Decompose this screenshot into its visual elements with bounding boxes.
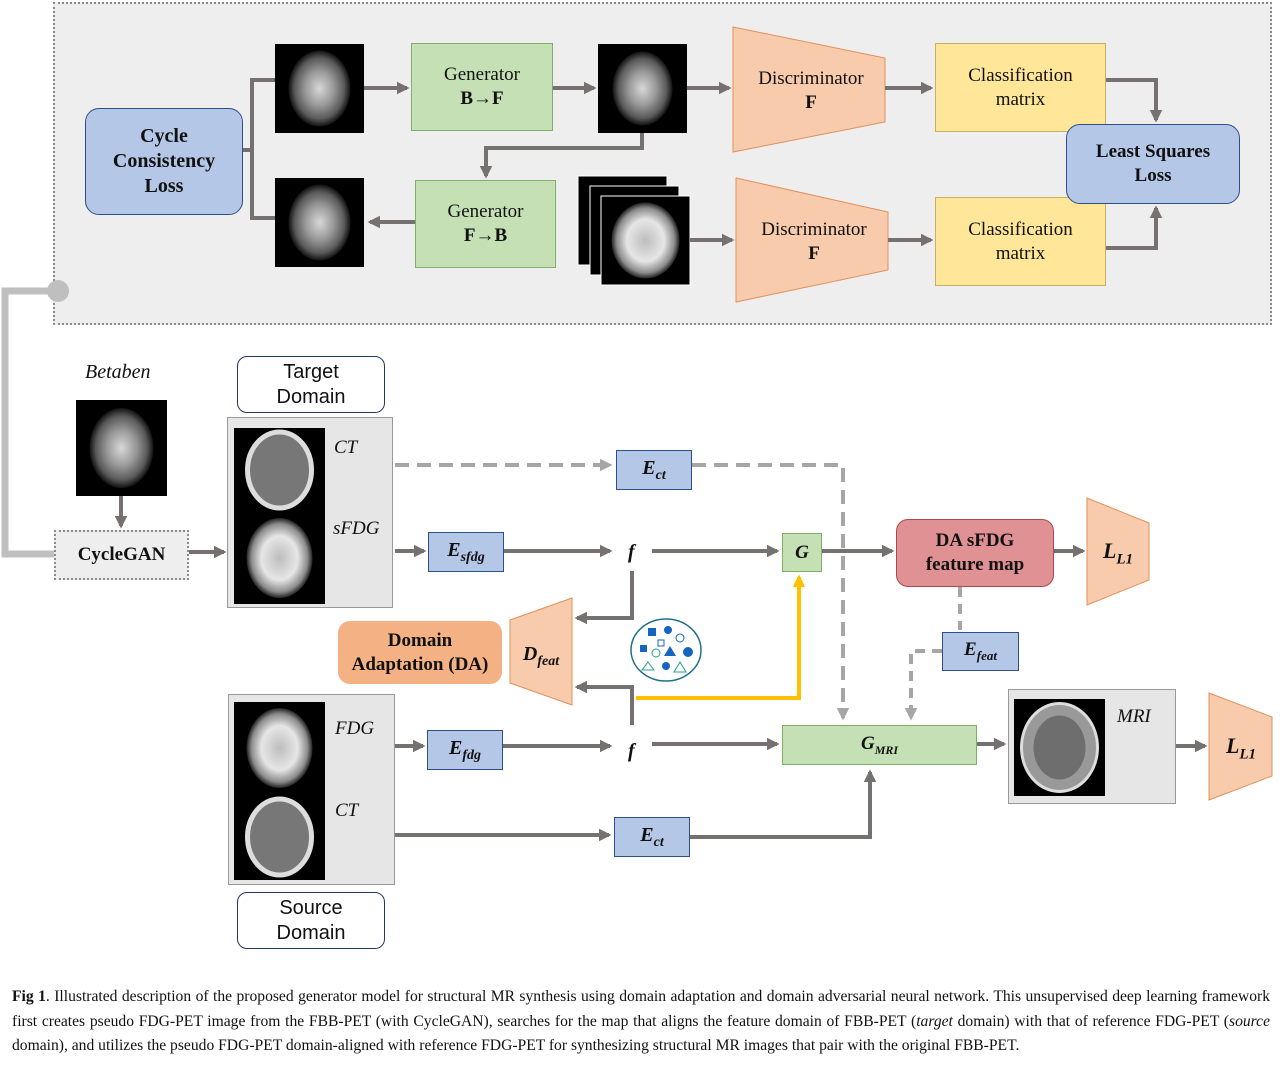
feature-f-bottom-label: f <box>628 740 635 762</box>
lsl-line1: Least Squares <box>1095 141 1211 163</box>
e-sfdg-main: E <box>447 538 461 561</box>
caption-part3: domain), and utilizes the pseudo FDG-PET… <box>12 1037 1020 1055</box>
gen-bf-line1: Generator <box>444 64 520 86</box>
loss-l1-bottom-label: LL1 <box>1212 731 1270 765</box>
da-sfdg-line2: feature map <box>925 554 1025 575</box>
g-mri-sub: MRI <box>874 742 899 757</box>
feature-f-top-label: f <box>628 541 635 563</box>
domain-adaptation-box: Domain Adaptation (DA) <box>338 621 502 684</box>
cycle-loss-line1: Cycle <box>140 125 188 147</box>
mri-label: MRI <box>1117 706 1151 727</box>
generator-mri-box: GMRI <box>782 725 977 765</box>
disc2-line1: Discriminator <box>761 219 867 241</box>
class2-line1: Classification <box>968 218 1073 240</box>
cyclegan-box: CycleGAN <box>54 530 189 580</box>
da-line1: Domain <box>387 629 453 651</box>
discriminator-bottom-shape <box>735 177 889 303</box>
lsl-line2: Loss <box>1134 165 1172 186</box>
source-domain-line2: Domain <box>276 921 346 944</box>
loss-l1-top-label: LL1 <box>1090 536 1146 570</box>
da-line2: Adaptation (DA) <box>351 653 489 675</box>
discriminator-feat-label: Dfeat <box>510 638 572 674</box>
e-ct2-main: E <box>640 823 654 846</box>
encoder-ct-bottom-box: Ect <box>614 817 690 857</box>
discriminator-feat-shape <box>509 597 573 706</box>
loss-l1-top-shape <box>1086 497 1150 606</box>
encoder-feat-box: Efeat <box>942 632 1019 671</box>
g-label: G <box>795 541 809 563</box>
class1-line2: matrix <box>995 88 1046 110</box>
cyclegan-label: CycleGAN <box>77 544 166 566</box>
disc2-line2: F <box>808 243 820 264</box>
betaben-label: Betaben <box>85 361 151 383</box>
diagram-graphics <box>1 26 1273 880</box>
g-mri-main: G <box>860 733 875 755</box>
sfdg-label: sFDG <box>333 518 380 539</box>
caption-target: target <box>916 1012 953 1030</box>
gen-fb-line1: Generator <box>447 201 524 223</box>
e-fdg-main: E <box>448 736 463 759</box>
class2-line2: matrix <box>995 242 1046 264</box>
ct-target-label: CT <box>334 437 358 458</box>
d-feat-main: D <box>522 642 538 665</box>
disc1-line2: F <box>805 92 817 113</box>
l1-bottom-sub: L1 <box>1239 746 1257 763</box>
encoder-sfdg-box: Esfdg <box>428 532 504 572</box>
loss-l1-bottom-shape <box>1208 692 1273 801</box>
d-feat-sub: feat <box>537 653 560 669</box>
encoder-fdg-box: Efdg <box>427 730 503 770</box>
l1-bottom-main: L <box>1225 732 1240 758</box>
target-domain-label: Target Domain <box>237 356 385 413</box>
figure-caption: Fig 1. Illustrated description of the pr… <box>12 985 1270 1059</box>
class1-line1: Classification <box>968 64 1073 86</box>
cycle-consistency-loss-box: Cycle Consistency Loss <box>85 108 243 215</box>
l1-top-sub: L1 <box>1116 551 1134 568</box>
gen-fb-line2: F→B <box>463 225 508 246</box>
least-squares-loss-box: Least Squares Loss <box>1066 124 1240 204</box>
caption-part2: domain) with that of reference FDG-PET ( <box>952 1012 1229 1030</box>
encoder-ct-top-box: Ect <box>616 450 692 490</box>
caption-source: source <box>1229 1012 1270 1030</box>
e-feat-main: E <box>964 639 977 661</box>
da-sfdg-line1: DA sFDG <box>935 530 1015 552</box>
discriminator-bottom-label: Discriminator F <box>743 217 885 267</box>
cycle-loss-line2: Consistency <box>112 150 216 172</box>
source-domain-label: Source Domain <box>237 892 385 949</box>
disc1-line1: Discriminator <box>758 68 864 90</box>
e-fdg-sub: fdg <box>462 747 481 763</box>
classification-matrix-top-box: Classification matrix <box>935 43 1106 132</box>
gen-bf-line2: B→F <box>460 88 504 109</box>
e-feat-sub: feat <box>976 648 997 664</box>
e-sfdg-sub: sfdg <box>460 549 485 565</box>
source-domain-line1: Source <box>279 896 343 919</box>
discriminator-top-shape <box>732 26 886 153</box>
classification-matrix-bottom-box: Classification matrix <box>935 197 1106 286</box>
ct-source-label: CT <box>335 800 359 821</box>
e-ct-sub: ct <box>655 467 666 483</box>
e-ct2-sub: ct <box>653 834 664 850</box>
e-ct-main: E <box>642 456 656 479</box>
caption-fig-label: Fig 1 <box>12 988 46 1005</box>
target-domain-line1: Target <box>283 360 339 383</box>
caption-part1: . Illustrated description of the propose… <box>12 988 1270 1030</box>
target-domain-line2: Domain <box>276 385 346 408</box>
da-sfdg-feature-map-box: DA sFDG feature map <box>896 519 1054 587</box>
generator-b-to-f-box: Generator B→F <box>411 43 553 131</box>
fdg-label: FDG <box>335 718 375 739</box>
l1-top-main: L <box>1102 537 1117 563</box>
cycle-loss-line3: Loss <box>144 175 184 197</box>
generator-f-to-b-box: Generator F→B <box>415 180 556 268</box>
discriminator-top-label: Discriminator F <box>740 66 882 116</box>
generator-g-box: G <box>782 533 822 572</box>
